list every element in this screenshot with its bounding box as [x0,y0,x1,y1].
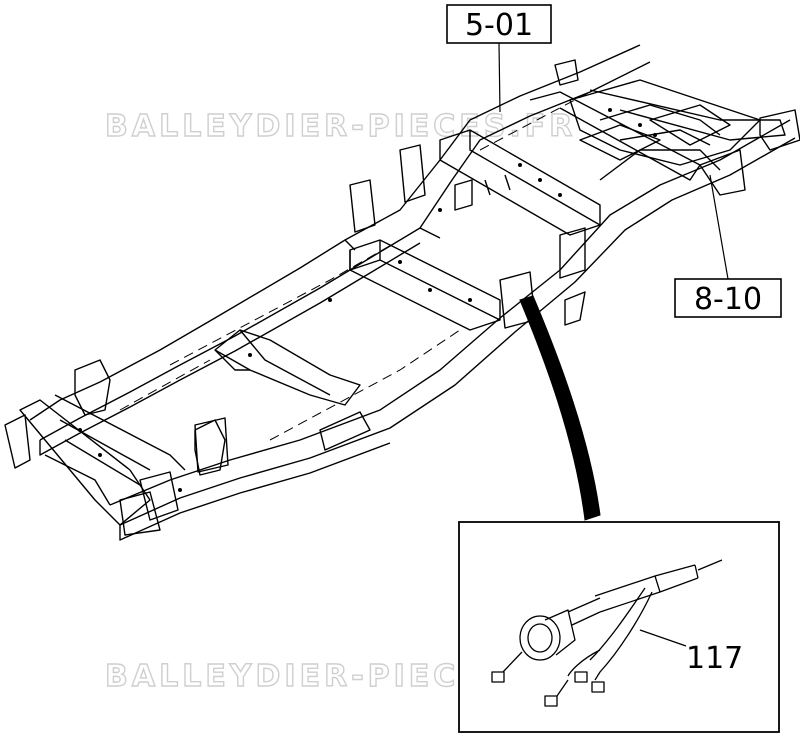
callout-8-10-label: 8-10 [694,282,762,317]
watermark-top: BALLEYDIER-PIECES.FR [105,109,576,144]
callout-5-01[interactable]: 5-01 [446,4,552,113]
callout-8-10[interactable]: 8-10 [674,174,782,318]
wiring-harness [491,559,723,707]
detail-pointer [519,295,601,521]
callout-5-01-label: 5-01 [465,8,533,43]
rivet-holes [78,108,657,492]
detail-inset: 117 [458,521,780,733]
callout-117-label: 117 [686,641,743,676]
hidden-lines [119,91,591,441]
chassis-frame [4,44,800,541]
